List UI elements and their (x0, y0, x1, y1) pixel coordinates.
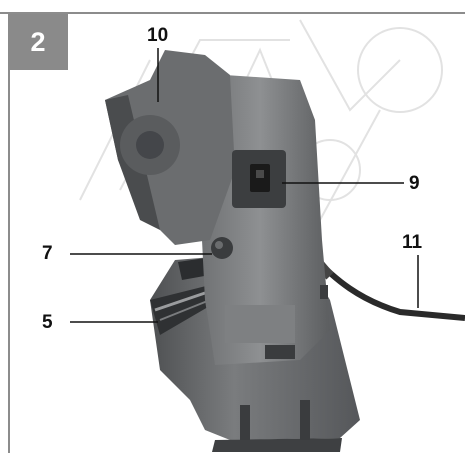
adjustment-knob (211, 237, 233, 259)
callout-10: 10 (147, 25, 169, 46)
figure-number-badge: 2 (8, 14, 68, 70)
power-cable (309, 252, 465, 321)
callout-11: 11 (402, 232, 423, 253)
frame-top-rule (0, 12, 465, 14)
callout-5: 5 (42, 312, 53, 333)
callout-7: 7 (42, 243, 53, 264)
frame-left-rule (8, 12, 10, 453)
callout-9: 9 (409, 173, 420, 194)
